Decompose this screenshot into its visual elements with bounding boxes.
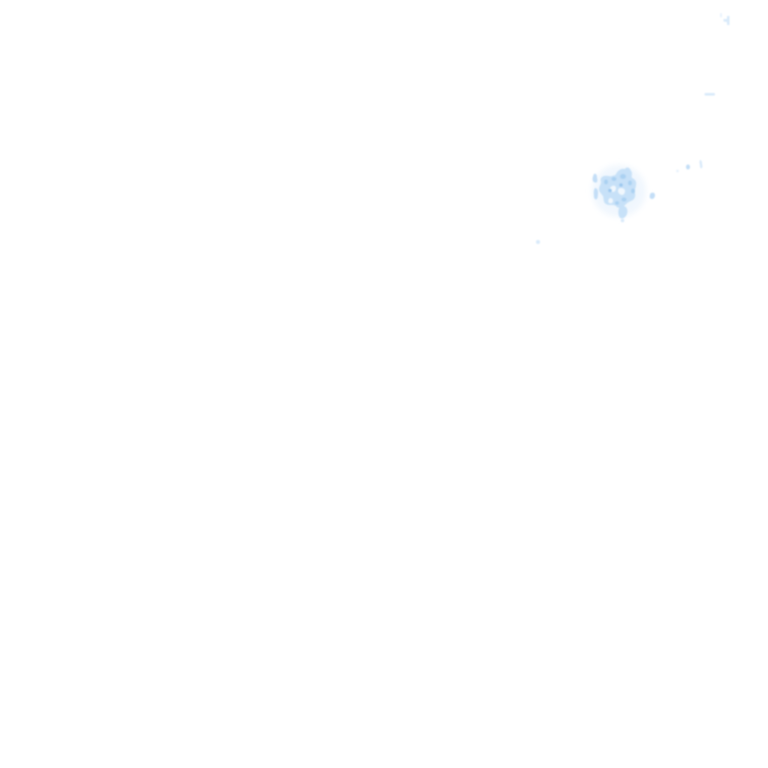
water-northeast-faint-dot xyxy=(676,169,679,173)
water-north-dash xyxy=(704,93,715,96)
water-northeast-comma xyxy=(699,160,703,169)
water-shade-speckle xyxy=(620,174,626,179)
water-deep-speckle xyxy=(619,183,623,187)
water-shade-speckle xyxy=(631,188,635,194)
water-northeast-dot xyxy=(686,164,690,170)
corner-tick xyxy=(720,13,722,18)
water-cluster-group xyxy=(592,160,703,223)
water-deep-speckle xyxy=(608,188,612,193)
water-tail-dot xyxy=(620,218,625,223)
water-shade-speckle xyxy=(615,201,619,205)
corner-marks-group xyxy=(720,13,730,25)
water-shade-speckle xyxy=(621,197,627,202)
water-channel-lower xyxy=(593,188,598,200)
water-east-pond xyxy=(649,192,655,199)
water-channel-upper xyxy=(592,173,598,183)
water-shade-speckle xyxy=(604,179,608,185)
corner-flag xyxy=(723,16,730,25)
water-shade-speckle xyxy=(628,180,632,186)
water-shade-speckle xyxy=(611,177,617,181)
water-tail-pond xyxy=(618,205,628,219)
water-west-faint-dot xyxy=(536,240,540,244)
water-blob-main xyxy=(599,167,637,208)
